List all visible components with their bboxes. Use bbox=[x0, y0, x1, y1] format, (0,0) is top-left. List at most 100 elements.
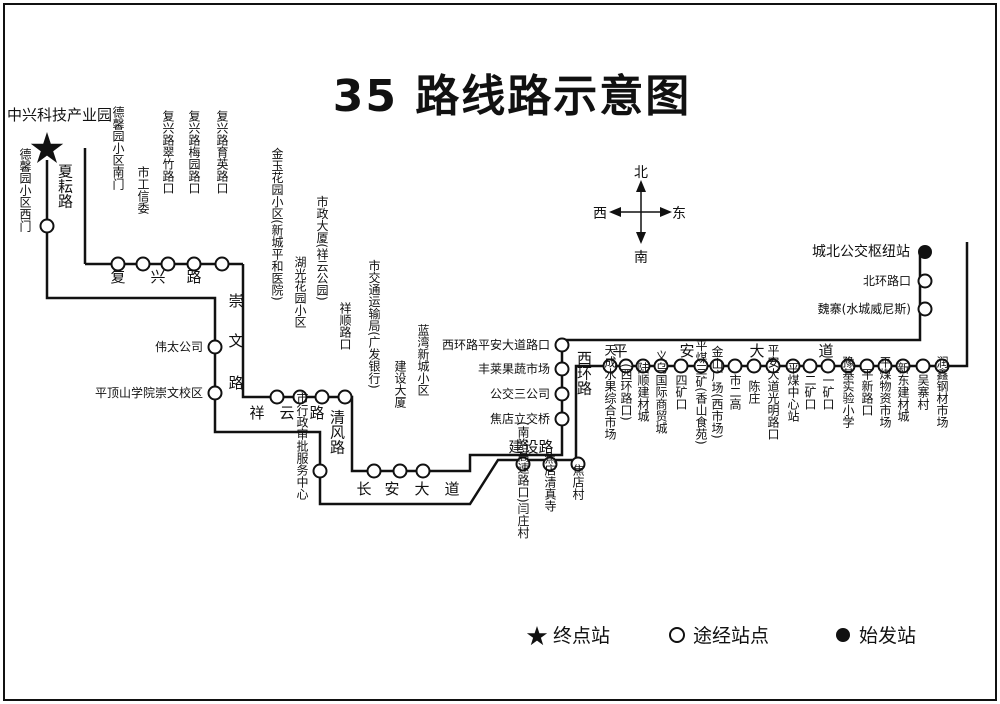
stop-41-label: 润鑫钢材市场 bbox=[935, 356, 949, 428]
stop-23-circle bbox=[602, 358, 618, 374]
stop-25-label: 陆顺建材城 bbox=[636, 361, 650, 423]
stop-4-circle bbox=[186, 256, 202, 272]
road-xiayun: 夏耘路 bbox=[56, 164, 74, 209]
stop-9-label: 湖光花园小区 bbox=[293, 255, 307, 328]
road-xiangyun-char-2: 路 bbox=[309, 404, 324, 422]
stop-10-label: 市政大厦(祥云公园) bbox=[315, 194, 329, 301]
stop-13-circle bbox=[366, 463, 382, 479]
route-line bbox=[45, 160, 969, 506]
stop-18-circle bbox=[554, 386, 570, 402]
stop-1-circle bbox=[110, 256, 126, 272]
stop-16-label: 西环路平安大道路口 bbox=[442, 337, 550, 352]
stop-36-circle bbox=[840, 358, 856, 374]
legend-terminal-label: 终点站 bbox=[553, 625, 610, 647]
stop-2-circle bbox=[135, 256, 151, 272]
road-chongwen-char-2: 路 bbox=[228, 374, 243, 392]
stop-7-circle bbox=[207, 385, 223, 401]
stop-2-label: 市工信委 bbox=[136, 165, 150, 214]
road-pingan-char-3: 道 bbox=[818, 342, 833, 360]
stop-19-circle bbox=[554, 411, 570, 427]
stop-21-label: 焦店清真寺 bbox=[543, 452, 557, 512]
road-chongwen-char-1: 文 bbox=[228, 332, 243, 350]
legend: 终点站 途经站点 始发站 bbox=[526, 625, 916, 647]
stop-3-label: 复兴路翠竹路口 bbox=[161, 110, 175, 194]
stop-43-circle bbox=[917, 273, 933, 289]
stop-40-label: 吴寨村 bbox=[916, 374, 930, 410]
road-pingan-char-0: 平 bbox=[612, 342, 627, 360]
stop-24-circle bbox=[618, 358, 634, 374]
stop-18-label: 公交三公司 bbox=[490, 386, 550, 401]
stop-26-circle bbox=[653, 358, 669, 374]
stop-29-label: 金山广场(西市场) bbox=[710, 344, 724, 439]
stop-6-label: 伟太公司 bbox=[155, 339, 203, 354]
stop-6-circle bbox=[207, 339, 223, 355]
stop-27-label: 四矿口 bbox=[674, 374, 688, 410]
road-fuxing-char-0: 复 bbox=[110, 268, 125, 286]
stop-38-circle bbox=[877, 358, 893, 374]
road-changan-char-3: 道 bbox=[444, 480, 459, 498]
stop-20-circle bbox=[515, 456, 531, 472]
stop-42-circle bbox=[917, 301, 933, 317]
stop-35-circle bbox=[820, 358, 836, 374]
compass: 北 南 西 东 bbox=[593, 165, 686, 266]
stop-1-label: 德馨园小区南门 bbox=[111, 105, 125, 190]
stop-39-label: 新东建材城 bbox=[896, 361, 910, 423]
stop-10-circle bbox=[314, 389, 330, 405]
stop-16-circle bbox=[554, 337, 570, 353]
stop-32-circle bbox=[765, 358, 781, 374]
stop-4-label: 复兴路梅园路口 bbox=[187, 110, 201, 194]
stop-25-circle bbox=[635, 358, 651, 374]
road-xiangyun-char-1: 云 bbox=[279, 404, 294, 422]
stop-20-label: (南洛高速路口)闫庄村 bbox=[516, 421, 530, 538]
road-xihuan: 西环路 bbox=[575, 351, 593, 396]
road-pingan-char-2: 大 bbox=[749, 342, 764, 360]
stop-0-circle bbox=[39, 218, 55, 234]
stop-21-circle bbox=[542, 456, 558, 472]
road-changan-char-2: 大 bbox=[414, 480, 429, 498]
stop-7-label: 平顶山学院崇文校区 bbox=[95, 385, 203, 400]
road-jianshe: 建设路 bbox=[508, 438, 553, 456]
stop-5-circle bbox=[214, 256, 230, 272]
terminal-label: 中兴科技产业园 bbox=[7, 106, 112, 124]
stop-43-label: 北环路口 bbox=[863, 273, 911, 288]
stop-12-circle bbox=[312, 463, 328, 479]
road-fuxing-char-1: 兴 bbox=[150, 268, 165, 286]
stop-14-label: 建设大厦 bbox=[393, 360, 407, 408]
legend-open-circle-icon bbox=[669, 627, 685, 643]
stop-13-label: 市交通运输局(广发银行) bbox=[367, 258, 381, 389]
stop-41-circle bbox=[934, 358, 950, 374]
compass-west: 西 bbox=[593, 206, 607, 222]
stop-28-label: 平煤三矿(香山食苑) bbox=[694, 339, 708, 444]
road-changan-char-0: 长 bbox=[356, 480, 371, 498]
stop-33-circle bbox=[785, 358, 801, 374]
road-xiangyun-char-0: 祥 bbox=[249, 404, 264, 422]
stop-28-circle bbox=[693, 358, 709, 374]
road-chongwen-char-0: 崇 bbox=[228, 292, 243, 310]
stop-15-label: 蓝湾新城小区 bbox=[416, 324, 430, 396]
stop-23-label: 天成水果综合市场 bbox=[603, 344, 617, 440]
road-pingan-char-1: 安 bbox=[679, 342, 694, 360]
stop-37-label: 平新路口 bbox=[860, 368, 874, 416]
stop-42-label: 魏寨(水城威尼斯) bbox=[818, 301, 911, 316]
stop-37-circle bbox=[859, 358, 875, 374]
legend-filled-circle-icon bbox=[836, 628, 850, 642]
stop-3-circle bbox=[160, 256, 176, 272]
stop-31-circle bbox=[746, 358, 762, 374]
stop-30-label: 市二高 bbox=[728, 373, 742, 411]
stop-17-circle bbox=[554, 361, 570, 377]
compass-south: 南 bbox=[634, 250, 648, 266]
stop-12-label: 市行政审批服务中心 bbox=[295, 391, 309, 500]
compass-north: 北 bbox=[634, 165, 648, 181]
stop-5-label: 复兴路育英路口 bbox=[215, 110, 229, 194]
legend-origin-label: 始发站 bbox=[859, 625, 916, 647]
stop-32-label: 平安大道光明路口 bbox=[766, 344, 780, 440]
stop-31-label: 陈庄 bbox=[747, 379, 761, 405]
compass-east: 东 bbox=[672, 206, 686, 222]
stop-9-circle bbox=[292, 389, 308, 405]
stop-38-label: 平煤物资市场 bbox=[878, 356, 892, 428]
stop-29-circle bbox=[709, 358, 725, 374]
origin-label: 城北公交枢纽站 bbox=[812, 243, 910, 260]
origin-station bbox=[918, 245, 932, 259]
stop-34-circle bbox=[802, 358, 818, 374]
